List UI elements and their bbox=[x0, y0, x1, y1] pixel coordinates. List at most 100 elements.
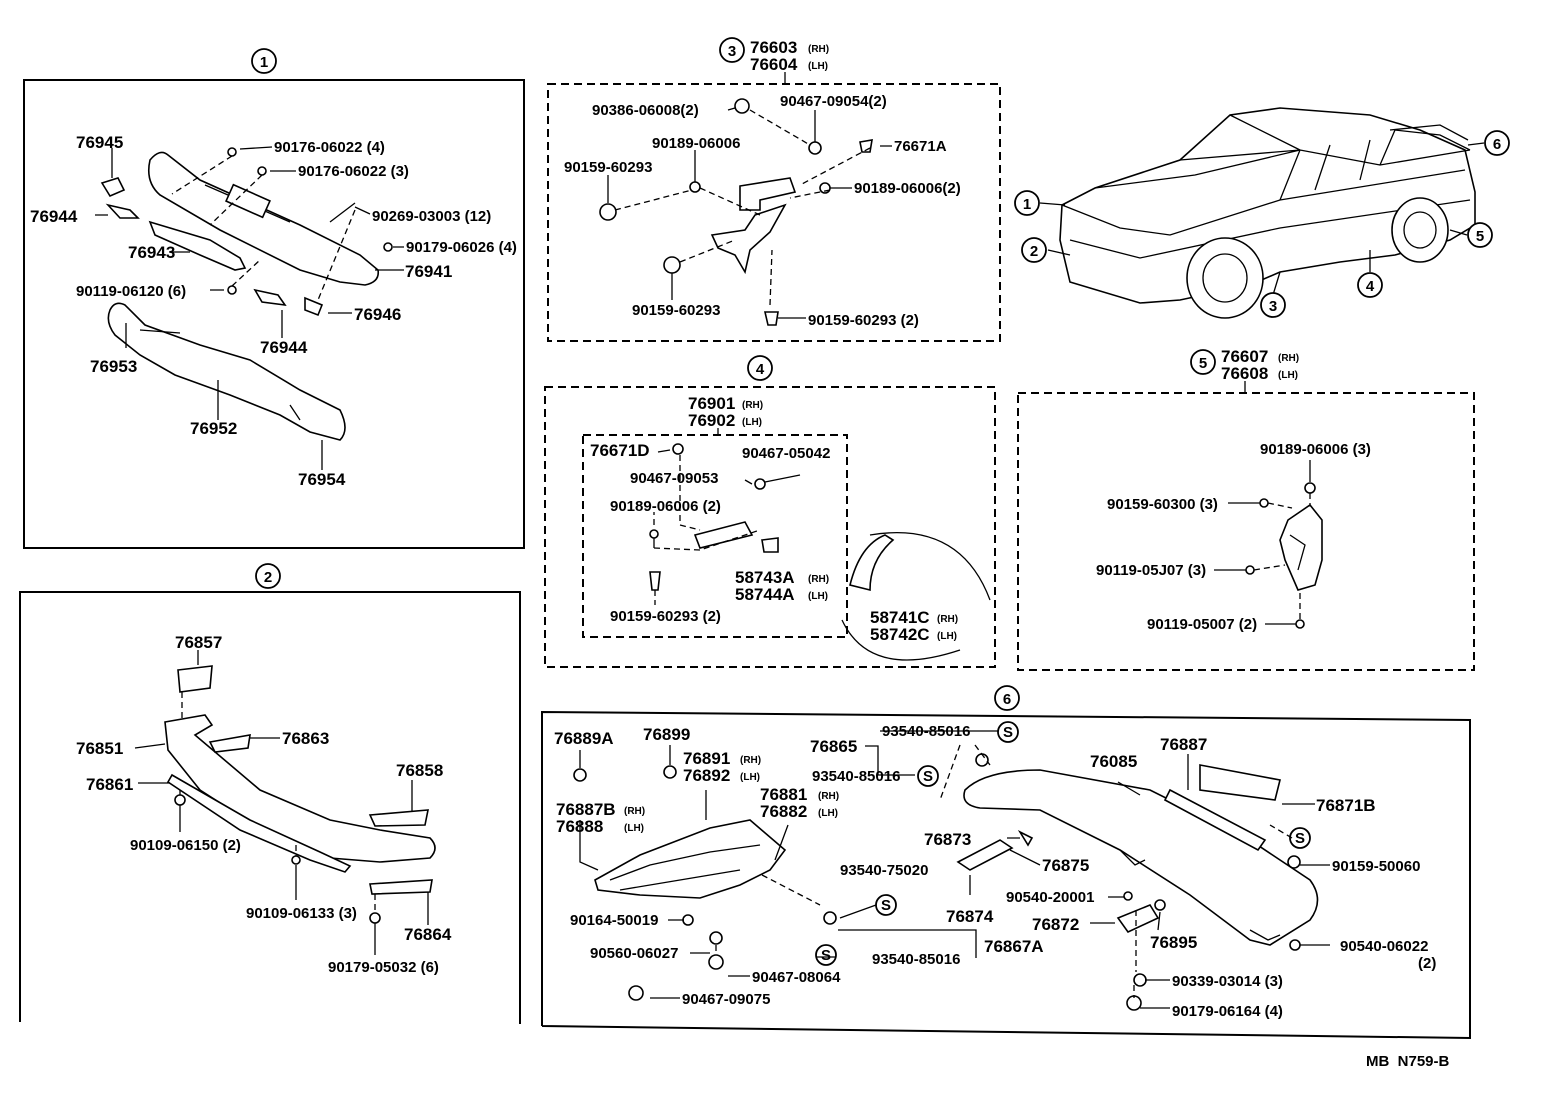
label-90119-05J07: 90119-05J07 (3) bbox=[1096, 562, 1206, 579]
section-6-76891-rh: (RH) bbox=[740, 755, 761, 766]
section-4-58743A-rh: (RH) bbox=[808, 574, 829, 585]
bracket bbox=[693, 521, 754, 549]
section-5-title-rh: 76607 bbox=[1221, 347, 1268, 366]
label-76895: 76895 bbox=[1150, 933, 1197, 952]
label-93540-75020: 93540-75020 bbox=[840, 862, 928, 879]
label-90179-06164: 90179-06164 (4) bbox=[1172, 1003, 1283, 1020]
car-callout-3-text: 3 bbox=[1269, 298, 1277, 315]
section-4-title-lh: 76902 bbox=[688, 411, 735, 430]
service-mark-1: S bbox=[997, 721, 1019, 743]
label-76857: 76857 bbox=[175, 633, 222, 652]
service-mark-4-text: S bbox=[821, 947, 831, 964]
label-76887: 76887 bbox=[1160, 735, 1207, 754]
label-76875: 76875 bbox=[1042, 856, 1089, 875]
label-90164-50019: 90164-50019 bbox=[570, 912, 658, 929]
front-wheel bbox=[1186, 237, 1264, 319]
service-mark-3-text: S bbox=[881, 897, 891, 914]
section-6-marker bbox=[994, 685, 1020, 711]
label-90159-60293-a: 90159-60293 bbox=[564, 159, 652, 176]
car-callout-3 bbox=[1260, 292, 1286, 318]
label-90179-05032: 90179-05032 (6) bbox=[328, 959, 439, 976]
label-76865: 76865 bbox=[810, 737, 857, 756]
car-callout-1 bbox=[1014, 190, 1040, 216]
label-90467-09053: 90467-09053 bbox=[630, 470, 718, 487]
rear-wheel bbox=[1391, 197, 1449, 263]
label-76946: 76946 bbox=[354, 305, 401, 324]
spoiler-base bbox=[594, 819, 787, 899]
section-3-title-lh: 76604 bbox=[750, 55, 798, 74]
label-76085: 76085 bbox=[1090, 752, 1137, 771]
label-90467-05042: 90467-05042 bbox=[742, 445, 830, 462]
section-5-suffix-rh: (RH) bbox=[1278, 353, 1299, 364]
label-76891: 76891 bbox=[683, 749, 730, 768]
car-callout-2-text: 2 bbox=[1030, 243, 1038, 260]
section-5: 5 76607 (RH) 76608 (LH) 90189-06006 (3) … bbox=[1017, 347, 1475, 671]
section-4-title-rh: 76901 bbox=[688, 394, 735, 413]
label-76952: 76952 bbox=[190, 419, 237, 438]
label-90467-09054: 90467-09054(2) bbox=[780, 93, 887, 110]
label-90540-06022-qty: (2) bbox=[1418, 955, 1436, 972]
car-callout-6-text: 6 bbox=[1493, 136, 1501, 153]
label-90189-06006-2: 90189-06006(2) bbox=[854, 180, 961, 197]
label-90560-06027: 90560-06027 bbox=[590, 945, 678, 962]
label-76941: 76941 bbox=[405, 262, 452, 281]
label-90269-03003: 90269-03003 (12) bbox=[372, 208, 491, 225]
section-6-76881-rh: (RH) bbox=[818, 791, 839, 802]
label-76874: 76874 bbox=[946, 907, 994, 926]
label-76944-b: 76944 bbox=[260, 338, 308, 357]
label-76881: 76881 bbox=[760, 785, 807, 804]
car-callout-4-text: 4 bbox=[1366, 278, 1375, 295]
rear-spoiler bbox=[963, 769, 1319, 946]
section-6-76887B-rh: (RH) bbox=[624, 806, 645, 817]
label-90109-06133: 90109-06133 (3) bbox=[246, 905, 357, 922]
section-6-76892-lh: (LH) bbox=[740, 772, 760, 783]
label-76864: 76864 bbox=[404, 925, 452, 944]
label-76943: 76943 bbox=[128, 243, 175, 262]
section-5-suffix-lh: (LH) bbox=[1278, 370, 1298, 381]
section-1-marker bbox=[251, 48, 277, 74]
car-callout-5-text: 5 bbox=[1476, 228, 1484, 245]
service-mark-5: S bbox=[1289, 827, 1311, 849]
section-3-marker bbox=[719, 37, 745, 63]
fender-liner bbox=[849, 534, 895, 592]
section-6-76888-lh: (LH) bbox=[624, 823, 644, 834]
label-90176-06022-4: 90176-06022 (4) bbox=[274, 139, 385, 156]
section-4: 4 76901 (RH) 76902 (LH) 76671D 90467-050… bbox=[544, 355, 996, 668]
car-overview: 1 2 3 4 5 6 bbox=[1014, 107, 1510, 319]
mudguard-bracket bbox=[739, 177, 797, 211]
section-3-number: 3 bbox=[728, 43, 736, 60]
car-callout-5 bbox=[1467, 222, 1493, 248]
label-90179-06026: 90179-06026 (4) bbox=[406, 239, 517, 256]
label-76873: 76873 bbox=[924, 830, 971, 849]
rear-mudguard bbox=[1279, 503, 1323, 591]
front-spoiler-lower bbox=[107, 302, 346, 441]
section-3-title-rh: 76603 bbox=[750, 38, 797, 57]
label-93540-85016-a: 93540-85016 bbox=[882, 723, 970, 740]
section-5-title-lh: 76608 bbox=[1221, 364, 1268, 383]
section-6-frame bbox=[541, 710, 1471, 1040]
service-mark-3: S bbox=[875, 894, 897, 916]
label-90109-06150: 90109-06150 (2) bbox=[130, 837, 241, 854]
section-4-inner-frame bbox=[582, 434, 848, 638]
car-callout-6 bbox=[1484, 130, 1510, 156]
label-90159-60293-2: 90159-60293 (2) bbox=[610, 608, 721, 625]
label-76892: 76892 bbox=[683, 766, 730, 785]
mudguard bbox=[710, 203, 787, 275]
label-90189-06006-3: 90189-06006 (3) bbox=[1260, 441, 1371, 458]
label-90176-06022-3: 90176-06022 (3) bbox=[298, 163, 409, 180]
label-90119-05007: 90119-05007 (2) bbox=[1147, 616, 1257, 633]
service-mark-5-text: S bbox=[1295, 830, 1305, 847]
section-2-marker bbox=[255, 563, 281, 589]
section-4-58741C-rh: (RH) bbox=[937, 614, 958, 625]
label-76861: 76861 bbox=[86, 775, 133, 794]
label-90540-06022: 90540-06022 bbox=[1340, 938, 1428, 955]
label-93540-85016-b: 93540-85016 bbox=[812, 768, 900, 785]
label-58743A: 58743A bbox=[735, 568, 795, 587]
service-mark-1-text: S bbox=[1003, 724, 1013, 741]
section-2-number: 2 bbox=[264, 569, 272, 586]
label-76945: 76945 bbox=[76, 133, 123, 152]
label-90386-06008: 90386-06008(2) bbox=[592, 102, 699, 119]
label-58742C: 58742C bbox=[870, 625, 930, 644]
section-5-frame bbox=[1017, 392, 1475, 671]
